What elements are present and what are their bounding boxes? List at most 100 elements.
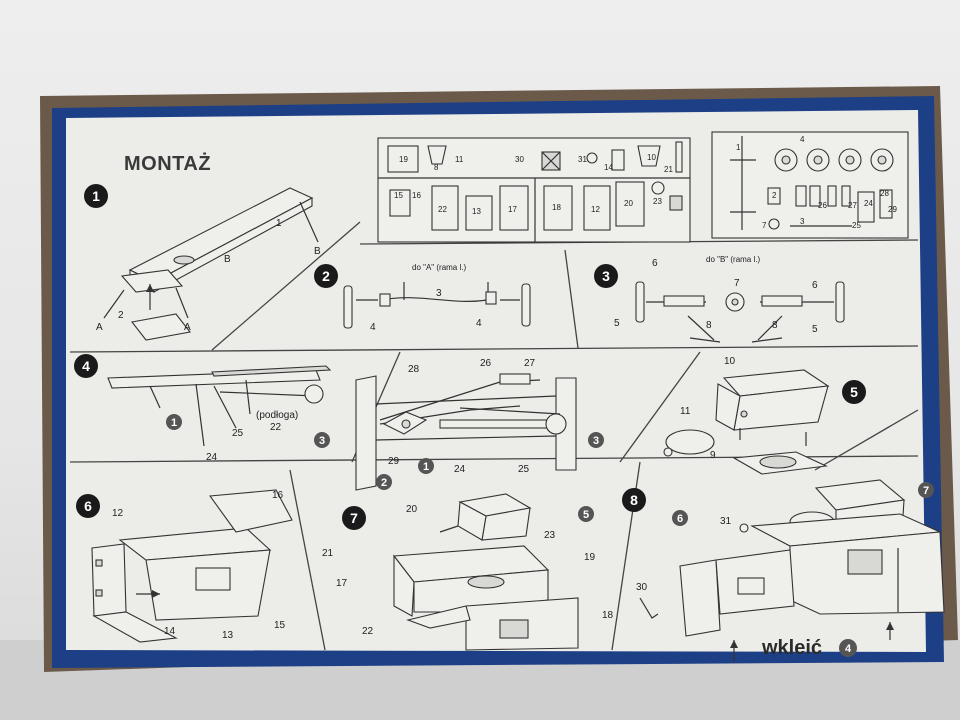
step-3: 3 do "B" (rama l.) 6 7 6 5 8 8 5: [594, 255, 845, 343]
step-3-labels: 6 7 6 5 8 8 5: [614, 258, 818, 335]
svg-text:A: A: [96, 322, 103, 333]
step-4-labels: 24 25 (podłoga) 22 28 26 27 29 24 25: [206, 358, 536, 475]
step-8-labels: 31 30: [636, 516, 732, 593]
svg-text:8: 8: [630, 492, 638, 508]
svg-text:(podłoga): (podłoga): [256, 410, 298, 421]
svg-text:27: 27: [848, 201, 857, 210]
step-1: 1 1 2 B B A A: [84, 184, 321, 341]
svg-text:B: B: [314, 246, 321, 257]
svg-text:31: 31: [578, 155, 587, 164]
svg-text:5: 5: [583, 509, 589, 521]
callout: 1: [166, 414, 182, 430]
svg-text:13: 13: [222, 630, 234, 641]
svg-text:15: 15: [394, 191, 403, 200]
svg-text:wkleić: wkleić: [761, 637, 822, 659]
callout: 7: [918, 482, 934, 498]
svg-text:16: 16: [272, 490, 284, 501]
svg-text:5: 5: [614, 318, 620, 329]
callout: 3: [314, 432, 330, 448]
svg-text:11: 11: [680, 406, 691, 417]
svg-text:do "B" (rama l.): do "B" (rama l.): [706, 255, 760, 264]
step-6: 6 12 16 14 13 15: [76, 489, 293, 643]
svg-text:A: A: [184, 322, 191, 333]
step-5: 5 10 11 9: [663, 356, 866, 475]
svg-text:25: 25: [232, 428, 244, 439]
svg-text:14: 14: [164, 626, 176, 637]
svg-text:29: 29: [888, 205, 897, 214]
svg-text:24: 24: [454, 464, 466, 475]
step-badge: 2: [314, 264, 338, 288]
svg-text:17: 17: [336, 578, 348, 589]
svg-text:5: 5: [850, 384, 858, 400]
svg-text:3: 3: [800, 217, 805, 226]
step-1-labels: 1 2 B B A A: [96, 218, 321, 333]
svg-text:1: 1: [423, 461, 429, 473]
sprue-frame-left: 19 8 11 30 31 10 14 21 15 16 22 13 17 18…: [377, 137, 691, 243]
svg-text:24: 24: [206, 452, 218, 463]
svg-text:1: 1: [276, 218, 282, 229]
svg-text:1: 1: [171, 417, 177, 429]
svg-text:11: 11: [455, 155, 464, 164]
svg-text:10: 10: [647, 153, 656, 162]
step-7: 7 5 20 21 17 23 19 22 18: [322, 493, 614, 651]
svg-text:18: 18: [602, 610, 614, 621]
glue-note: wkleić 4: [761, 637, 857, 659]
svg-text:3: 3: [319, 435, 325, 447]
step-7-labels: 20 21 17 23 19 22 18: [322, 504, 614, 637]
step-2: 2 do "A" (rama l.) 3 4 4: [314, 263, 531, 333]
svg-text:29: 29: [388, 456, 400, 467]
svg-text:22: 22: [438, 205, 447, 214]
svg-text:7: 7: [350, 510, 358, 526]
step-badge: 6: [76, 494, 100, 518]
svg-text:5: 5: [812, 324, 818, 335]
sprue-frame-right: 4 1 2 3 7 26 27 24 28 29 25: [711, 131, 909, 239]
step-5-labels: 10 11 9: [680, 356, 736, 461]
page-title: MONTAŻ: [124, 152, 211, 175]
step-badge: 5: [842, 380, 866, 404]
step-badge: 3: [594, 264, 618, 288]
svg-text:19: 19: [399, 155, 408, 164]
sprue-labels-right: 4 1 2 3 7 26 27 24 28 29 25: [736, 135, 897, 230]
svg-text:7: 7: [734, 278, 740, 289]
svg-text:3: 3: [593, 435, 599, 447]
svg-text:do "A" (rama l.): do "A" (rama l.): [412, 263, 466, 272]
wheel-parts: [774, 148, 894, 172]
svg-text:26: 26: [480, 358, 492, 369]
sprue-labels-left: 19 8 11 30 31 10 14 21 15 16 22 13 17 18…: [394, 153, 673, 216]
svg-text:30: 30: [515, 155, 524, 164]
callout: 3: [588, 432, 604, 448]
step-8: 8 6 7 31 30: [622, 479, 945, 662]
svg-text:12: 12: [591, 205, 600, 214]
svg-text:8: 8: [434, 163, 439, 172]
svg-text:1: 1: [736, 143, 741, 152]
svg-text:1: 1: [92, 188, 100, 204]
svg-text:27: 27: [524, 358, 536, 369]
svg-text:B: B: [224, 254, 231, 265]
svg-text:3: 3: [436, 288, 442, 299]
step-badge: 7: [342, 506, 366, 530]
step-badge: 8: [622, 488, 646, 512]
step-6-labels: 12 16 14 13 15: [112, 490, 286, 641]
svg-text:4: 4: [476, 318, 482, 329]
svg-text:25: 25: [518, 464, 530, 475]
svg-text:3: 3: [602, 268, 610, 284]
svg-text:30: 30: [636, 582, 648, 593]
svg-text:7: 7: [923, 485, 929, 497]
svg-text:2: 2: [322, 268, 330, 284]
svg-text:28: 28: [408, 364, 420, 375]
callout: 6: [672, 510, 688, 526]
svg-text:6: 6: [84, 498, 92, 514]
step-badge: 1: [84, 184, 108, 208]
svg-text:4: 4: [845, 643, 852, 655]
svg-text:21: 21: [322, 548, 334, 559]
svg-text:23: 23: [544, 530, 556, 541]
svg-text:7: 7: [762, 221, 767, 230]
svg-text:10: 10: [724, 356, 736, 367]
svg-text:6: 6: [652, 258, 658, 269]
svg-text:23: 23: [653, 197, 662, 206]
step-4: 4 1 3 1: [74, 354, 604, 491]
svg-text:12: 12: [112, 508, 124, 519]
callout: 1: [418, 458, 434, 474]
svg-text:13: 13: [472, 207, 481, 216]
svg-text:4: 4: [370, 322, 376, 333]
